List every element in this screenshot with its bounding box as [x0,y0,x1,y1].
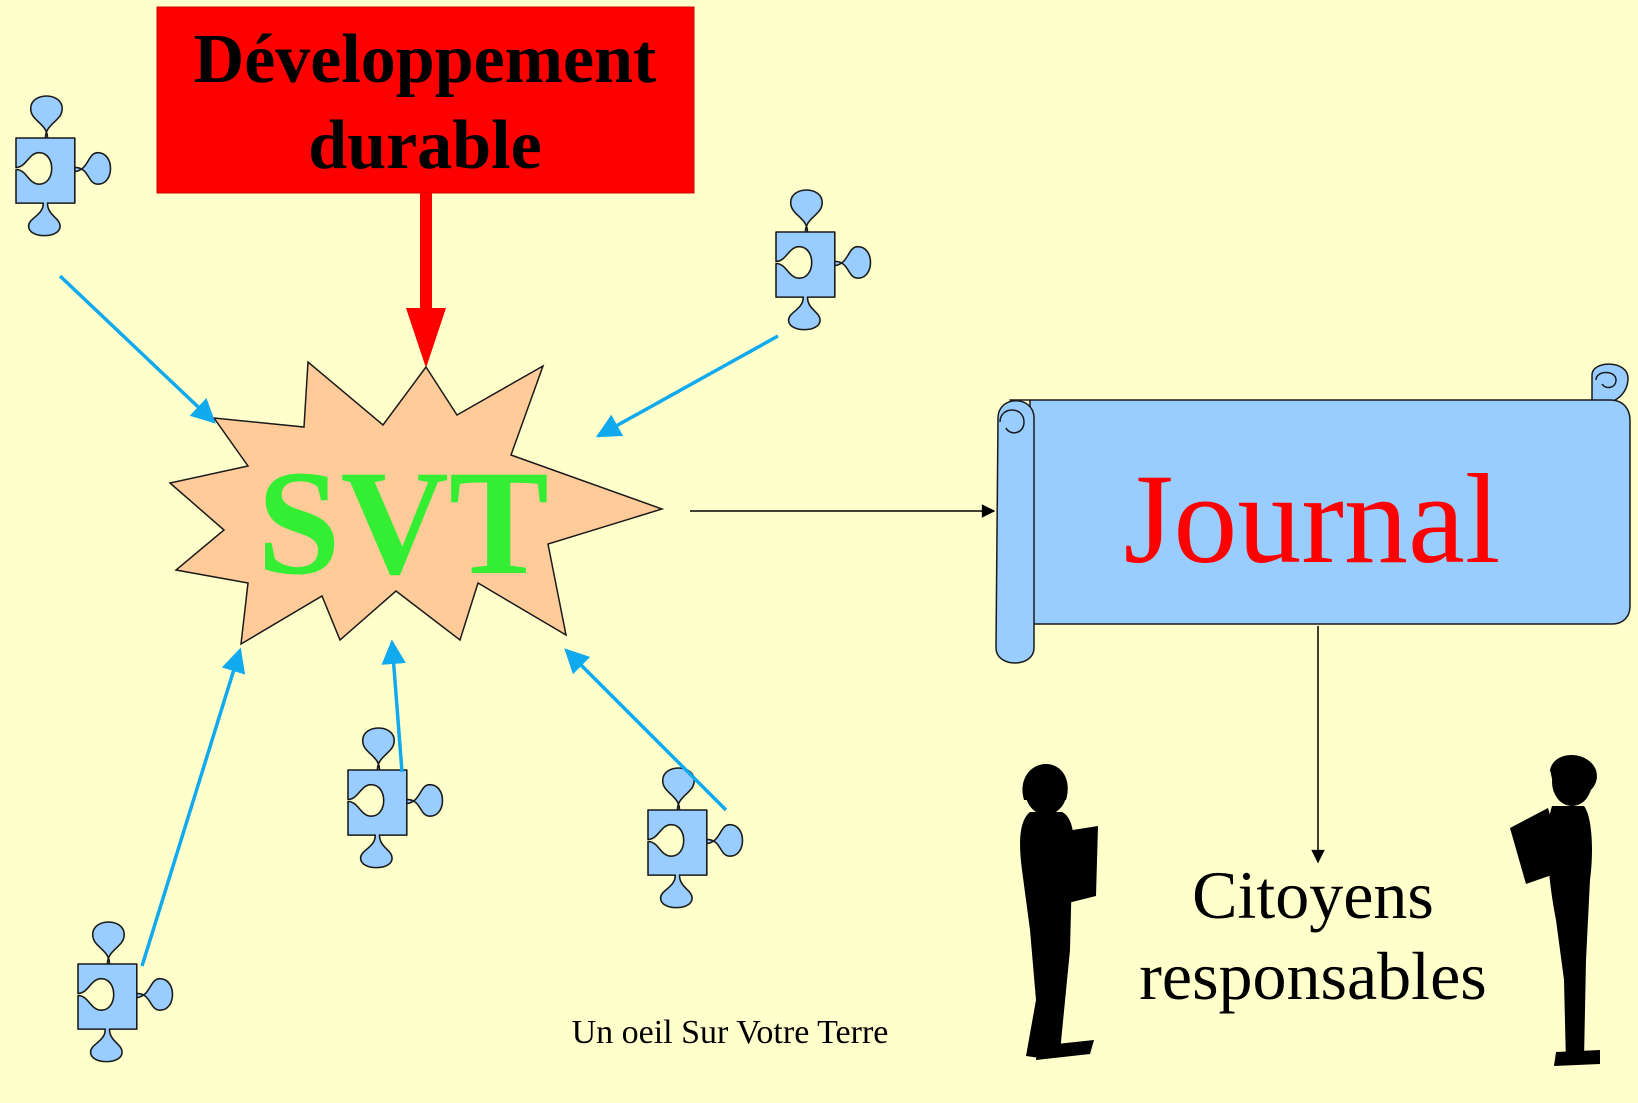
puzzle-arrow [595,334,779,438]
topic-box: Développement durable [156,6,695,194]
citizens-line-2: responsables [1139,938,1486,1014]
svt-star: SVT [168,360,665,646]
puzzle-piece-icon [647,767,744,909]
topic-line-1: Développement [194,21,657,98]
topic-arrow [406,193,446,368]
puzzle-piece-icon [347,727,444,869]
footer-text: Un oeil Sur Votre Terre [572,1014,889,1051]
citizens-line-1: Citoyens [1192,857,1434,933]
person-reading-icon [1020,764,1098,1060]
svt-label: SVT [257,440,549,606]
puzzle-arrow [58,274,216,424]
puzzle-arrow [564,648,728,812]
puzzle-arrows [58,274,779,967]
puzzle-piece-icon [15,95,112,237]
topic-line-2: durable [308,107,541,184]
puzzle-piece-icon [775,189,872,331]
journal-scroll: Journal [995,363,1631,664]
puzzle-piece-icon [77,921,174,1063]
journal-label: Journal [1124,448,1501,590]
person-reading-icon [1510,755,1600,1066]
puzzle-arrow [140,647,246,967]
puzzle-arrow [381,639,406,773]
